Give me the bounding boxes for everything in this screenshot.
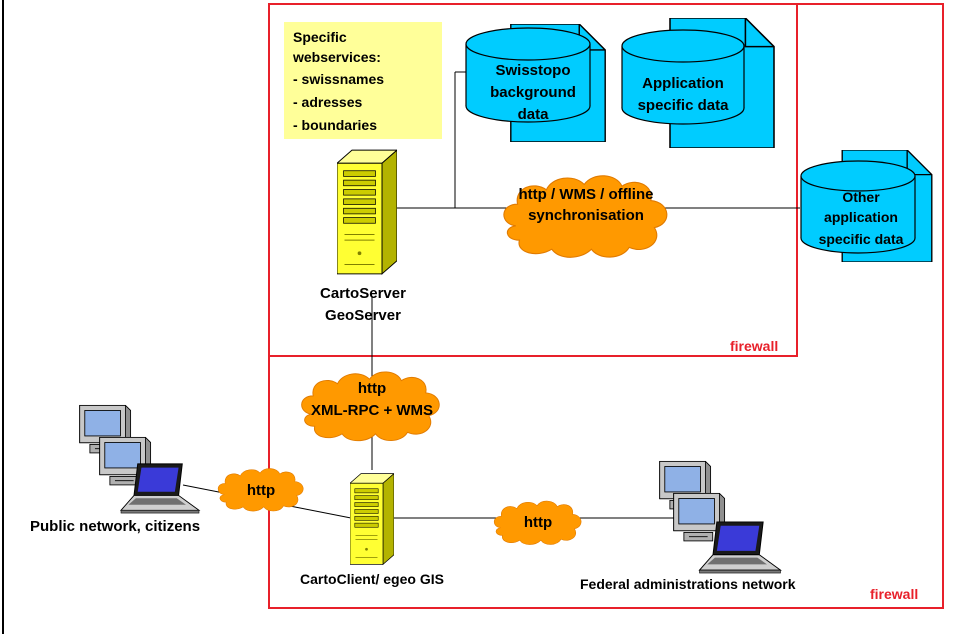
application-data-label-line-2: specific data (638, 97, 730, 114)
webservices-note-line-4: - adresses (293, 94, 362, 110)
cartoserver-label-line-2: GeoServer (325, 307, 401, 324)
inner-firewall-label: firewall (730, 338, 778, 354)
swisstopo-label-line-2: background (490, 84, 576, 101)
webservices-note-line-1: Specific (293, 29, 347, 45)
other-data-label-line-1: Other (842, 189, 880, 205)
other-data-label-line-3: specific data (819, 231, 904, 247)
public-network-label: Public network, citizens (30, 518, 200, 535)
cartoclient-server-icon (350, 473, 394, 565)
inner-firewall-zone (268, 3, 798, 357)
webservices-note-line-2: webservices: (292, 49, 381, 65)
webservices-note (284, 22, 442, 139)
federal-http-label: http (524, 514, 552, 531)
cartoclient-label: CartoClient/ egeo GIS (300, 571, 444, 587)
swisstopo-label-line-1: Swisstopo (495, 62, 570, 79)
federal-network-computers (659, 460, 781, 574)
xmlrpc-cloud-label-line-1: http (358, 380, 386, 397)
webservices-note-line-3: - swissnames (293, 71, 384, 87)
swisstopo-database-icon (465, 24, 606, 142)
sync-cloud-label-line-1: http / WMS / offline (519, 186, 654, 203)
cartoserver-server-icon (337, 149, 397, 275)
swisstopo-label-line-3: data (518, 106, 550, 123)
other-database-icon (800, 150, 933, 262)
other-data-label-line-2: application (824, 209, 898, 225)
webservices-note-line-5: - boundaries (293, 117, 377, 133)
xmlrpc-cloud-label-line-2: XML-RPC + WMS (311, 402, 433, 419)
application-database-icon (621, 18, 775, 148)
outer-firewall-label: firewall (870, 586, 918, 602)
sync-cloud-label-line-2: synchronisation (528, 207, 644, 224)
public-http-label: http (247, 482, 275, 499)
cartoserver-label-line-1: CartoServer (320, 285, 406, 302)
application-data-label-line-1: Application (642, 75, 724, 92)
federal-network-label: Federal administrations network (580, 576, 796, 592)
public-network-computers (79, 404, 200, 514)
